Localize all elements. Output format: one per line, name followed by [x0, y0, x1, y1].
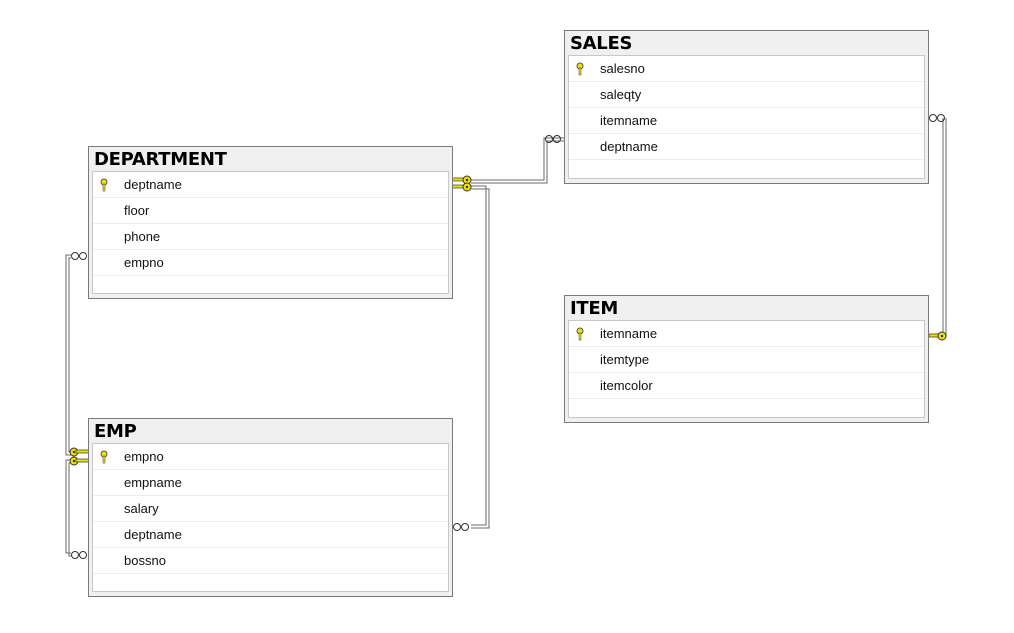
column-name: empno	[124, 255, 164, 270]
column-row[interactable]: itemcolor	[569, 373, 924, 399]
column-row[interactable]: deptname	[569, 134, 924, 160]
column-row[interactable]: bossno	[93, 548, 448, 574]
column-row[interactable]: floor	[93, 198, 448, 224]
column-list: itemname itemtype itemcolor	[568, 320, 925, 418]
table-title: SALES	[570, 33, 633, 54]
column-row[interactable]: empname	[93, 470, 448, 496]
column-row[interactable]: itemname	[569, 108, 924, 134]
table-department[interactable]: DEPARTMENT deptname floor phone empno	[88, 146, 453, 299]
column-name: itemtype	[600, 352, 650, 367]
relationship-emp-department[interactable]	[65, 252, 90, 457]
relationship-department-emp[interactable]	[451, 182, 490, 531]
column-name: deptname	[124, 527, 182, 542]
primary-key-icon	[576, 327, 584, 341]
table-item[interactable]: ITEM itemname itemtype itemcolor	[564, 295, 929, 423]
relationship-department-sales[interactable]	[451, 135, 565, 185]
column-row[interactable]: saleqty	[569, 82, 924, 108]
column-name: itemname	[600, 326, 658, 341]
column-name: bossno	[124, 553, 166, 568]
column-row[interactable]: itemname	[569, 321, 924, 347]
column-name: empno	[124, 449, 164, 464]
column-name: deptname	[124, 177, 182, 192]
column-name: saleqty	[600, 87, 642, 102]
table-emp[interactable]: EMP empno empname salary deptname bossno	[88, 418, 453, 597]
column-list: deptname floor phone empno	[92, 171, 449, 294]
table-title: ITEM	[570, 298, 618, 319]
column-list: salesno saleqty itemname deptname	[568, 55, 925, 179]
column-row[interactable]: salesno	[569, 56, 924, 82]
column-row[interactable]: itemtype	[569, 347, 924, 373]
column-row[interactable]: deptname	[93, 522, 448, 548]
column-name: salesno	[600, 61, 645, 76]
column-name: floor	[124, 203, 150, 218]
primary-key-icon	[576, 62, 584, 76]
column-name: itemcolor	[600, 378, 653, 393]
table-title: EMP	[94, 421, 137, 442]
column-name: salary	[124, 501, 159, 516]
column-name: empname	[124, 475, 182, 490]
column-row[interactable]: empno	[93, 250, 448, 276]
primary-key-icon	[100, 178, 108, 192]
column-row[interactable]: empno	[93, 444, 448, 470]
column-name: itemname	[600, 113, 658, 128]
column-row[interactable]: deptname	[93, 172, 448, 198]
column-list: empno empname salary deptname bossno	[92, 443, 449, 592]
many-end-symbol	[545, 135, 553, 143]
relationship-emp-self[interactable]	[65, 456, 90, 559]
column-row[interactable]: phone	[93, 224, 448, 250]
primary-key-icon	[100, 450, 108, 464]
table-title: DEPARTMENT	[94, 149, 227, 170]
column-name: phone	[124, 229, 161, 244]
table-sales[interactable]: SALES salesno saleqty itemname deptname	[564, 30, 929, 184]
column-name: deptname	[600, 139, 658, 154]
column-row[interactable]: salary	[93, 496, 448, 522]
relationship-item-sales[interactable]	[928, 114, 947, 341]
